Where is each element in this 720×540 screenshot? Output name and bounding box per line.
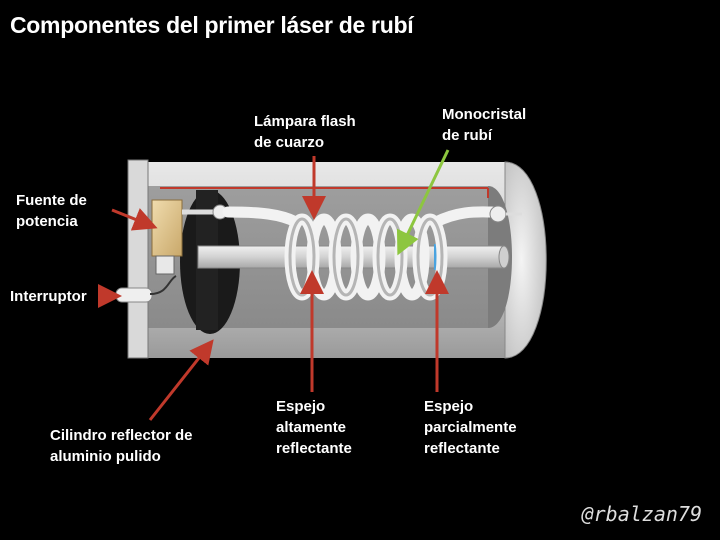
flash-lamp-coil-shade xyxy=(288,217,444,297)
label-lampara: Lámpara flash de cuarzo xyxy=(254,113,356,151)
diagram-title: Componentes del primer láser de rubí xyxy=(10,12,414,38)
label-monocristal: Monocristal de rubí xyxy=(442,106,527,144)
arrow-cilindro xyxy=(148,339,214,421)
author-signature: @rbalzan79 xyxy=(581,502,702,526)
arrow-fuente xyxy=(111,208,158,231)
label-espejo-alto: Espejo altamente reflectante xyxy=(276,398,352,457)
label-espejo-parcial: Espejo parcialmente reflectante xyxy=(424,398,517,457)
label-interruptor: Interruptor xyxy=(10,288,87,305)
label-fuente-potencia: Fuente de potencia xyxy=(16,192,87,230)
label-cilindro: Cilindro reflector de aluminio pulido xyxy=(50,427,193,465)
arrow-monocristal xyxy=(396,149,450,256)
lamp-terminal xyxy=(489,205,507,223)
